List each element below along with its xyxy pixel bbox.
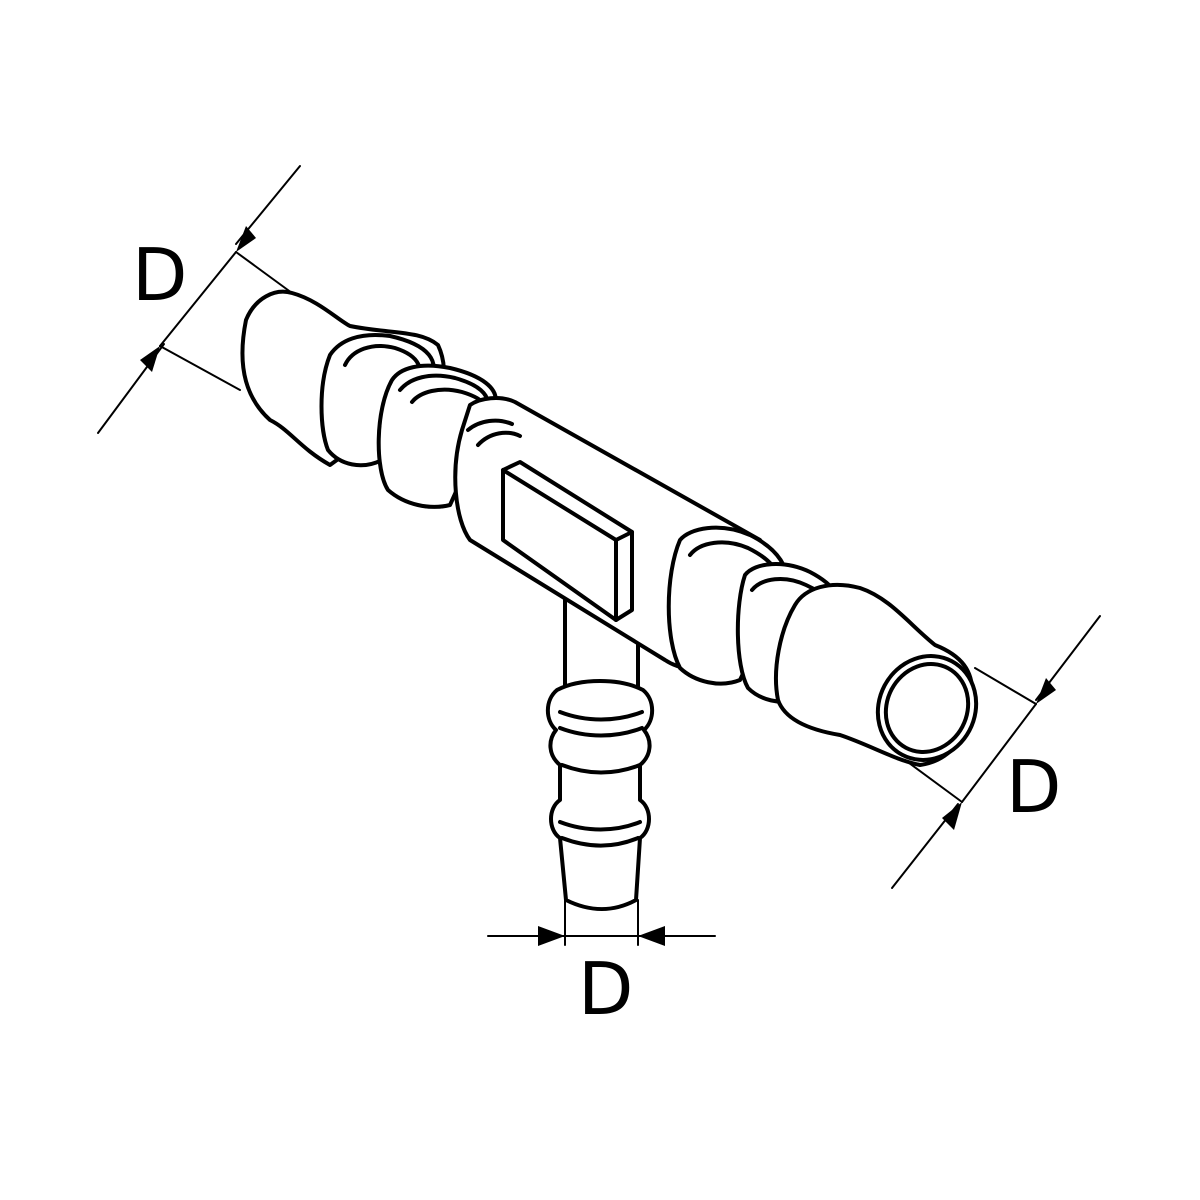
dimension-left-arrow-bottom [140,346,160,372]
dimension-bottom-label: D [578,947,633,1031]
dimension-right: D [891,615,1101,889]
main-pipe [240,289,979,767]
dimension-left-ext-top [235,251,293,294]
dimension-right-line [961,703,1037,803]
dimension-left-line [159,251,237,347]
dimension-left-label: D [132,233,187,317]
dimension-right-arrow-bottom [942,802,962,830]
dimension-bottom: D [487,899,716,1031]
dimension-right-ext-bottom [904,759,963,803]
dimension-left-ext-bottom [159,345,241,391]
dimension-bottom-arrow-right [638,926,665,946]
dimension-bottom-arrow-left [538,926,565,946]
dimension-right-label: D [1006,745,1061,829]
dimension-left-arrow-top [236,226,256,252]
dimension-left: D [97,165,301,434]
dimension-right-arrow-top [1036,678,1056,704]
dimension-right-ext-top [974,667,1037,705]
